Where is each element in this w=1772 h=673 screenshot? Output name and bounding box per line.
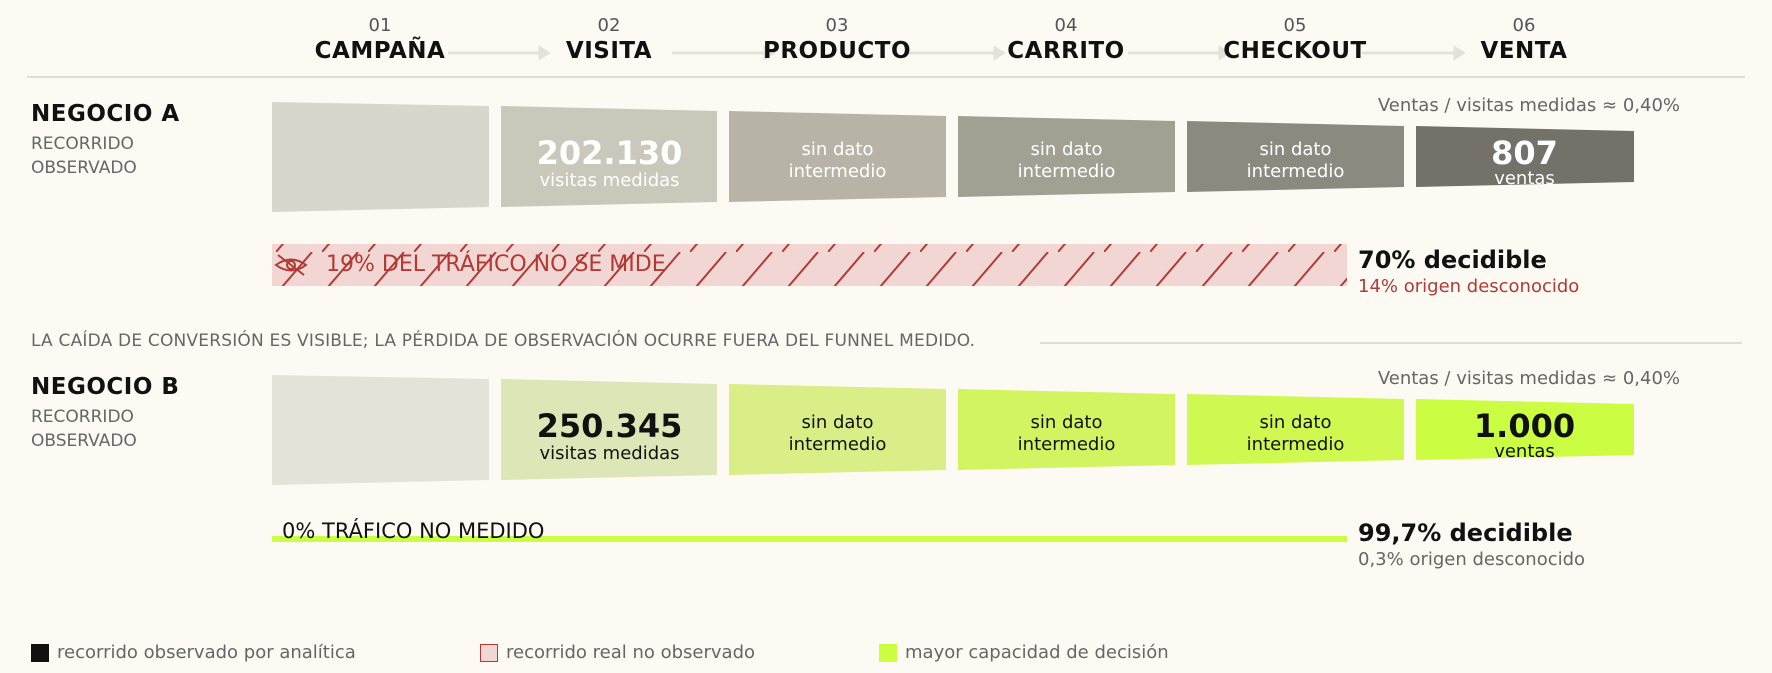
no-data-line: intermedio bbox=[1017, 434, 1116, 455]
visits-label: visitas medidas bbox=[539, 170, 680, 191]
business-a-title: NEGOCIO A bbox=[31, 101, 180, 127]
untracked-bar-a bbox=[272, 244, 1347, 286]
funnel-a-stage-checkout bbox=[1187, 121, 1404, 192]
section-note: LA CAÍDA DE CONVERSIÓN ES VISIBLE; LA PÉ… bbox=[31, 331, 976, 351]
business-b-sales: 1.000 ventas bbox=[1416, 409, 1633, 461]
no-data-line: sin dato bbox=[801, 412, 874, 433]
business-a-no-data-cart: sin dato intermedio bbox=[958, 139, 1175, 183]
visits-value: 202.130 bbox=[536, 134, 683, 172]
sales-value: 1.000 bbox=[1473, 407, 1576, 445]
no-data-line: intermedio bbox=[1246, 161, 1345, 182]
step-number: 03 bbox=[825, 15, 849, 36]
funnel-b-stage-visit bbox=[501, 379, 717, 480]
business-a-sales: 807 ventas bbox=[1416, 136, 1633, 188]
unknown-origin-b: 0,3% origen desconocido bbox=[1358, 549, 1586, 570]
no-data-line: intermedio bbox=[788, 434, 887, 455]
legend-label: recorrido observado por analítica bbox=[57, 642, 356, 663]
no-data-line: sin dato bbox=[801, 139, 874, 160]
visits-value: 250.345 bbox=[536, 407, 683, 445]
business-b-no-data-cart: sin dato intermedio bbox=[958, 412, 1175, 456]
funnel-a-stage-cart bbox=[958, 116, 1175, 197]
business-a-no-data-checkout: sin dato intermedio bbox=[1187, 139, 1404, 183]
legend-swatch bbox=[879, 643, 897, 662]
step-number: 04 bbox=[1054, 15, 1078, 36]
funnel-a-stage-product bbox=[729, 111, 946, 202]
business-a-subtitle: RECORRIDO OBSERVADO bbox=[31, 134, 137, 178]
business-b-ratio: Ventas / visitas medidas ≈ 0,40% bbox=[1377, 368, 1680, 389]
no-data-line: intermedio bbox=[1017, 161, 1116, 182]
step-name: VENTA bbox=[1480, 38, 1568, 64]
funnel-a-stage-sale bbox=[1416, 126, 1634, 187]
legend-item-decision: mayor capacidad de decisión bbox=[879, 642, 1169, 663]
untracked-label-b: 0% TRÁFICO NO MEDIDO bbox=[282, 519, 545, 543]
sales-label: ventas bbox=[1494, 441, 1555, 462]
step-number: 05 bbox=[1283, 15, 1307, 36]
step-name: CARRITO bbox=[1007, 38, 1125, 64]
funnel-a bbox=[272, 102, 1634, 212]
no-data-line: intermedio bbox=[788, 161, 887, 182]
legend-item-observed: recorrido observado por analítica bbox=[31, 642, 356, 663]
step-arrows bbox=[448, 45, 1466, 61]
business-b-no-data-product: sin dato intermedio bbox=[729, 412, 946, 456]
step-name: VISITA bbox=[565, 38, 653, 64]
sales-value: 807 bbox=[1491, 134, 1558, 172]
business-b-title: NEGOCIO B bbox=[31, 374, 180, 400]
decidable-a: 70% decidible bbox=[1358, 246, 1547, 274]
funnel-b-stage-sale bbox=[1416, 399, 1634, 460]
step-name: PRODUCTO bbox=[762, 38, 911, 64]
untracked-line-b bbox=[272, 536, 1347, 542]
step-number: 06 bbox=[1512, 15, 1536, 36]
legend-swatch bbox=[31, 643, 49, 662]
funnel-a-stage-visit bbox=[501, 106, 717, 207]
sales-label: ventas bbox=[1494, 168, 1555, 189]
funnel-b-stage-checkout bbox=[1187, 394, 1404, 465]
funnel-b bbox=[272, 375, 1634, 485]
unknown-origin-a: 14% origen desconocido bbox=[1358, 276, 1580, 297]
legend-label: mayor capacidad de decisión bbox=[905, 642, 1169, 663]
eye-off-icon bbox=[274, 254, 308, 276]
untracked-label-a: 19% DEL TRÁFICO NO SE MIDE bbox=[326, 252, 666, 277]
funnel-b-stage-cart bbox=[958, 389, 1175, 470]
business-a-visits: 202.130 visitas medidas bbox=[501, 136, 718, 192]
business-b-visits: 250.345 visitas medidas bbox=[501, 409, 718, 465]
legend-item-unobserved: recorrido real no observado bbox=[480, 642, 755, 663]
funnel-b-stage-product bbox=[729, 384, 946, 475]
step-name: CHECKOUT bbox=[1223, 38, 1367, 64]
step-number: 02 bbox=[597, 15, 621, 36]
step-number: 01 bbox=[368, 15, 392, 36]
legend-label: recorrido real no observado bbox=[506, 642, 756, 663]
no-data-line: sin dato bbox=[1259, 412, 1332, 433]
no-data-line: sin dato bbox=[1030, 412, 1103, 433]
business-a-ratio: Ventas / visitas medidas ≈ 0,40% bbox=[1377, 95, 1680, 116]
no-data-line: sin dato bbox=[1259, 139, 1332, 160]
decidable-b: 99,7% decidible bbox=[1358, 519, 1573, 547]
no-data-line: sin dato bbox=[1030, 139, 1103, 160]
no-data-line: intermedio bbox=[1246, 434, 1345, 455]
legend-swatch bbox=[480, 643, 498, 662]
business-b-no-data-checkout: sin dato intermedio bbox=[1187, 412, 1404, 456]
visits-label: visitas medidas bbox=[539, 443, 680, 464]
funnel-a-stage-campaign bbox=[272, 102, 489, 212]
business-b-subtitle: RECORRIDO OBSERVADO bbox=[31, 407, 137, 451]
funnel-b-stage-campaign bbox=[272, 375, 489, 485]
business-a-no-data-product: sin dato intermedio bbox=[729, 139, 946, 183]
step-name: CAMPAÑA bbox=[314, 38, 446, 64]
